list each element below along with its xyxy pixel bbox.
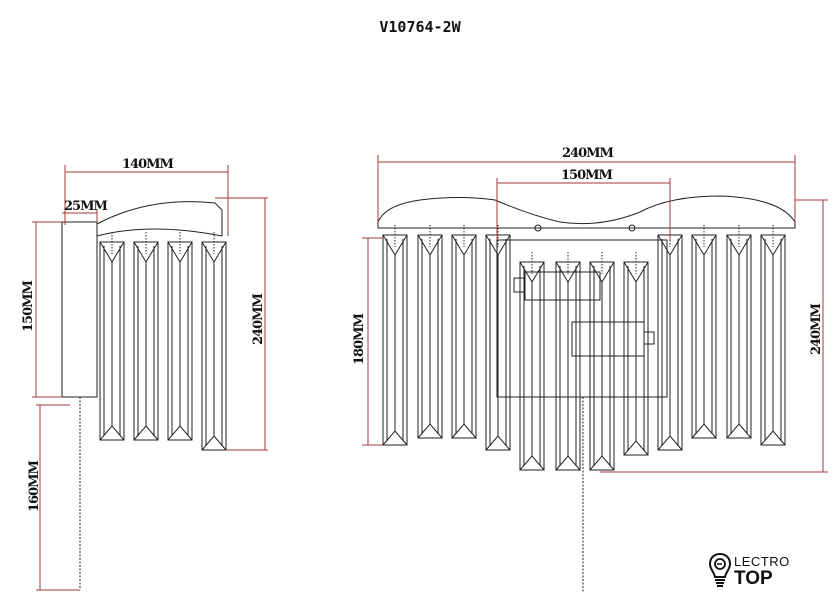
dim-label-180: 180MM [352,313,367,365]
dim-label-150: 150MM [21,280,36,332]
crystal-prism [451,225,477,439]
dim-label-140: 140MM [122,157,174,172]
crystal-prism [201,232,227,451]
crystal-prism [555,252,581,471]
side-view: 140MM 25MM 150MM 240MM 160MM [21,157,268,591]
lightbulb-e-icon [708,552,732,587]
lamp-holder-2 [571,321,645,357]
brand-logo: LECTRO TOP [708,552,808,596]
side-canopy [96,201,223,237]
model-title: V10764-2W [379,18,461,36]
logo-text-lectro: LECTRO [734,554,790,569]
dim-label-150-plate: 150MM [561,168,613,183]
crystal-prism [589,252,615,471]
wall-plate [61,221,98,398]
front-crystals [382,225,786,471]
front-view: 240MM 150MM 180MM 240MM [352,146,828,592]
crystal-prism [623,252,649,456]
lamp-holder-1 [524,271,601,301]
crystal-prism [519,252,545,471]
dim-label-160: 160MM [27,460,42,512]
dim-label-240-width: 240MM [562,146,614,161]
crystal-prism [99,232,125,441]
crystal-prism [485,225,511,451]
lamp-holder-cap [513,277,526,293]
dim-label-240-side: 240MM [251,293,266,345]
dim-label-240-height: 240MM [809,303,824,355]
crystal-prism [760,225,786,446]
crystal-prism [691,225,717,439]
crystal-prism [382,225,408,446]
lamp-holder-cap [643,331,655,345]
crystal-prism [417,225,443,439]
screw [628,224,636,232]
back-plate [496,239,668,398]
crystal-prism [167,232,193,441]
side-crystals [99,232,227,451]
crystal-prism [726,225,752,439]
crystal-prism [133,232,159,441]
dim-label-25: 25MM [64,199,107,214]
front-canopy [377,195,796,229]
logo-text-top: TOP [734,568,773,589]
crystal-prism [657,225,683,451]
screw [534,224,542,232]
